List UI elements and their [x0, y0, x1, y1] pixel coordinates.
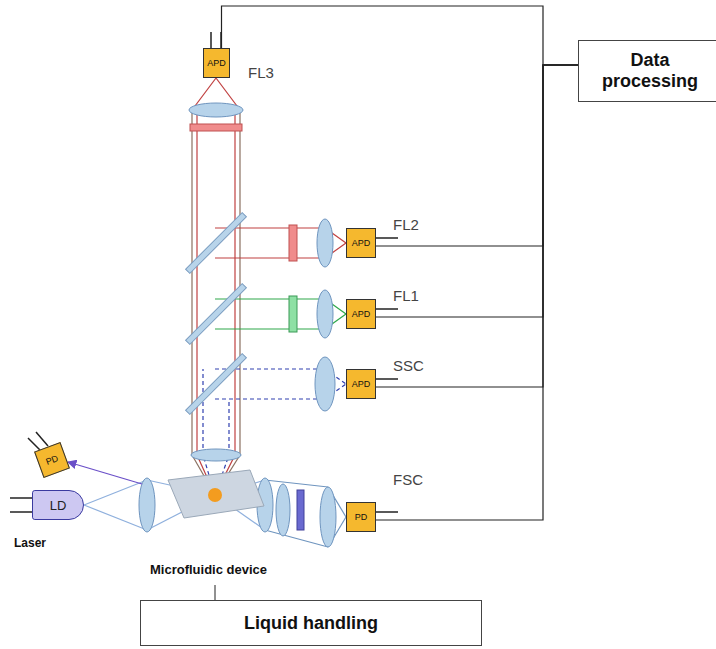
- part-label: SSC: [393, 357, 424, 374]
- apd-detector: APD: [346, 369, 376, 399]
- node-text: PD: [355, 512, 368, 522]
- signal-wire: [376, 65, 578, 520]
- signal-wire: [222, 6, 579, 65]
- node-text: Liquid handling: [244, 613, 378, 634]
- part-label: Microfluidic device: [150, 562, 267, 577]
- signal-wire: [376, 65, 578, 387]
- signal-wire: [376, 65, 578, 317]
- laser-diode: LD: [32, 490, 84, 520]
- apd-detector: APD: [346, 228, 376, 258]
- node-text: APD: [207, 58, 226, 68]
- part-label: FL3: [248, 64, 274, 81]
- process-box: Liquid handling: [140, 600, 482, 646]
- part-label: FL2: [393, 216, 419, 233]
- node-text: PD: [44, 453, 59, 467]
- part-label: FL1: [393, 287, 419, 304]
- part-label: Laser: [14, 536, 46, 550]
- node-text: LD: [50, 498, 67, 513]
- photodiode: PD: [346, 502, 376, 532]
- process-box: Data processing: [578, 40, 716, 102]
- apd-detector: APD: [346, 299, 376, 329]
- apd-detector: APD: [203, 48, 230, 78]
- photodiode: PD: [34, 442, 70, 478]
- node-text: APD: [352, 238, 371, 248]
- node-text: Data processing: [583, 50, 716, 92]
- node-text: APD: [352, 309, 371, 319]
- signal-wire: [376, 65, 578, 246]
- node-text: APD: [352, 379, 371, 389]
- part-label: FSC: [393, 471, 423, 488]
